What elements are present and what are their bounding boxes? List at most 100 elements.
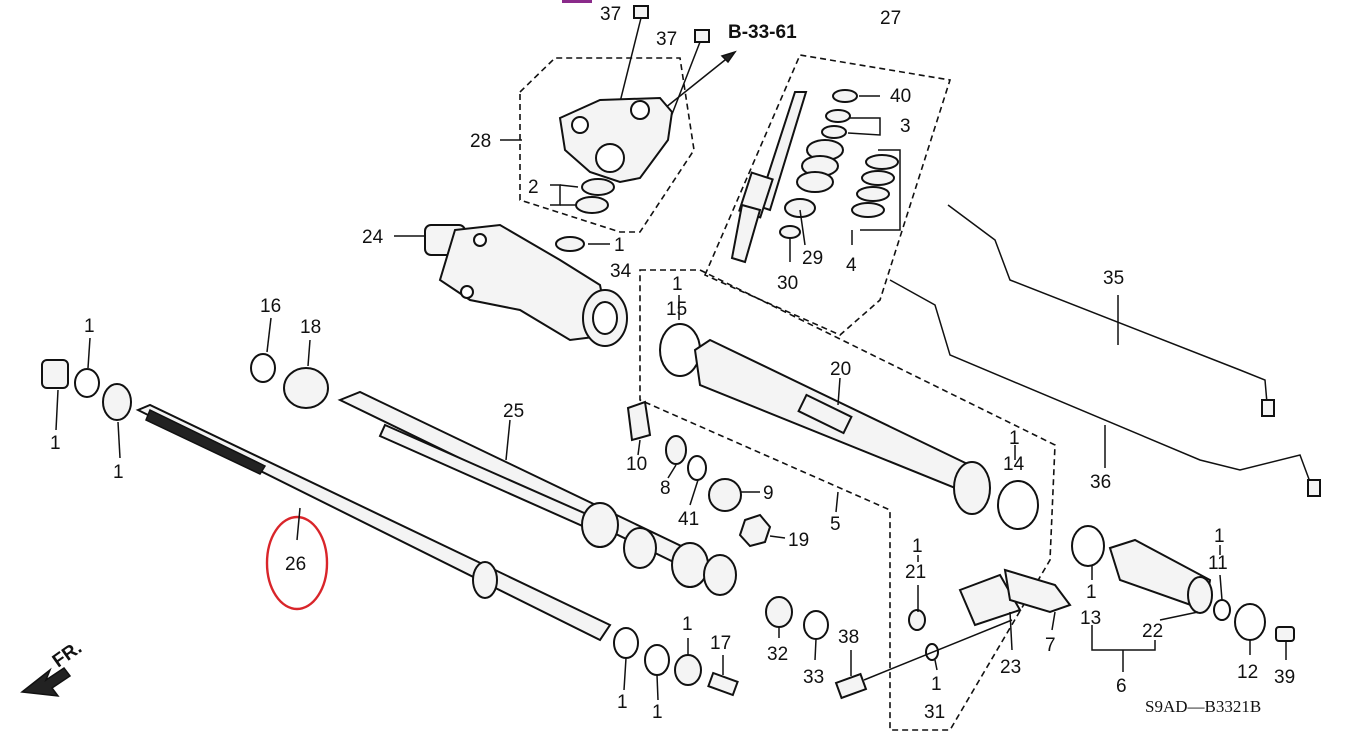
- o-ring-41: [687, 455, 707, 481]
- callout-37b: 37: [656, 29, 677, 50]
- callout-25: 25: [503, 401, 524, 422]
- front-direction-indicator: FR.: [20, 637, 86, 697]
- ring-11: [1213, 599, 1231, 621]
- washer-bottom-a: [613, 627, 639, 659]
- callout-38: 38: [838, 627, 859, 648]
- bushing-32: [765, 596, 793, 628]
- boot-20: [659, 323, 991, 515]
- clamp-14: [997, 480, 1039, 530]
- gear-housing-24: [424, 223, 628, 347]
- group-box-28: [519, 57, 695, 233]
- callout-1-14: 1: [1009, 428, 1020, 449]
- snap-ring-16: [250, 353, 276, 383]
- callout-22: 22: [1142, 621, 1163, 642]
- callout-1-11: 1: [1214, 526, 1225, 547]
- part-callouts: 37 37 27 28 40 3 2 1 34 24 29 30 4 35 1 …: [50, 4, 1295, 723]
- callout-12: 12: [1237, 662, 1258, 683]
- seals-2: [575, 178, 615, 214]
- rack-guide-10: [626, 400, 652, 442]
- callout-1-f: 1: [617, 692, 628, 713]
- callout-39: 39: [1274, 667, 1295, 688]
- callout-30: 30: [777, 273, 798, 294]
- callout-3: 3: [900, 116, 911, 137]
- callout-20: 20: [830, 359, 851, 380]
- callout-1-e: 1: [682, 614, 693, 635]
- callout-1-c: 1: [50, 433, 61, 454]
- callout-10: 10: [626, 454, 647, 475]
- leader-lines: [55, 95, 1287, 701]
- washer-left: [74, 368, 100, 398]
- ref-arrow-head: [720, 50, 737, 64]
- callout-40: 40: [890, 86, 911, 107]
- group-box-27: [703, 54, 952, 336]
- pipe-36: [889, 279, 1314, 491]
- o-ring-34: [555, 236, 585, 252]
- callout-29: 29: [802, 248, 823, 269]
- callout-11: 11: [1208, 553, 1228, 574]
- diagram-code: S9AD—B3321B: [1145, 697, 1261, 716]
- bolt-38-leader: [863, 619, 1013, 681]
- boot-22: [1108, 538, 1213, 614]
- callout-28: 28: [470, 131, 491, 152]
- callout-1-d: 1: [113, 462, 124, 483]
- callout-18: 18: [300, 317, 321, 338]
- locknut-19: [738, 513, 772, 548]
- callout-1-a: 1: [614, 235, 625, 256]
- callout-2: 2: [528, 177, 539, 198]
- bolt-17: [707, 671, 739, 697]
- group-box-5: [639, 269, 1056, 731]
- callout-1-g: 1: [652, 702, 663, 723]
- front-direction-label: FR.: [49, 637, 86, 672]
- callout-21: 21: [905, 562, 926, 583]
- bracket-23: [958, 568, 1072, 627]
- pipe-35-fitting: [1261, 399, 1275, 417]
- circlip-33: [803, 610, 829, 640]
- rack-housing-25: [337, 390, 737, 596]
- front-arrow-icon: [20, 666, 72, 697]
- callout-16: 16: [260, 296, 281, 317]
- seal-rings-4: [851, 154, 899, 218]
- clamp-13: [1071, 525, 1105, 567]
- callout-1-21: 1: [912, 536, 923, 557]
- highlight-circle-26: [265, 515, 329, 611]
- callout-19: 19: [788, 530, 809, 551]
- callout-24: 24: [362, 227, 384, 248]
- callout-1-31: 1: [931, 674, 942, 695]
- callout-17: 17: [710, 633, 731, 654]
- spring-8: [665, 435, 687, 465]
- callout-41: 41: [678, 509, 699, 530]
- callout-13: 13: [1080, 608, 1101, 629]
- callout-32: 32: [767, 644, 788, 665]
- callout-15: 15: [666, 299, 687, 320]
- washer-12: [1234, 603, 1266, 641]
- ref-arrow: [659, 51, 736, 113]
- pinion-shaft: [730, 91, 808, 264]
- top-mark: [562, 0, 592, 3]
- bearing-bottom: [674, 654, 702, 686]
- bearing-left: [102, 383, 132, 421]
- callout-9: 9: [763, 483, 774, 504]
- callout-33: 33: [803, 667, 824, 688]
- callout-31: 31: [924, 702, 945, 723]
- callout-23: 23: [1000, 657, 1021, 678]
- valve-housing-28: [558, 96, 674, 184]
- bolt-38: [834, 672, 868, 700]
- callout-35: 35: [1103, 268, 1124, 289]
- bolt-39: [1275, 626, 1295, 642]
- callout-27: 27: [880, 8, 901, 29]
- pipe-35: [947, 204, 1269, 416]
- callout-1-13: 1: [1086, 582, 1097, 603]
- washer-bottom-b: [644, 644, 670, 676]
- bearing-stack: [779, 89, 858, 239]
- callout-5: 5: [830, 514, 841, 535]
- cylinder-end-18: [283, 367, 329, 409]
- callout-36: 36: [1090, 472, 1111, 493]
- rack-26: [135, 403, 612, 642]
- callout-26: 26: [285, 554, 306, 575]
- nut-21: [908, 609, 926, 631]
- reference-label: B-33-61: [728, 22, 797, 43]
- callout-7: 7: [1045, 635, 1056, 656]
- callout-8: 8: [660, 478, 671, 499]
- screw-9: [708, 478, 742, 512]
